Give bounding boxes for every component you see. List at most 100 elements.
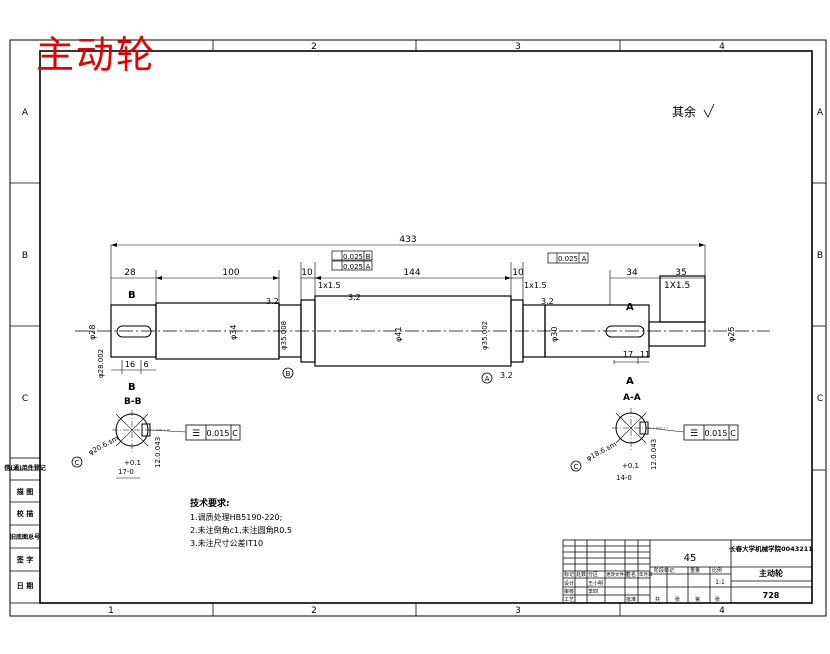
svg-text:C: C — [75, 459, 80, 467]
dim-28: 28 — [124, 268, 136, 278]
svg-text:1.调质处理HB5190-220;: 1.调质处理HB5190-220; — [190, 512, 282, 522]
keyway-left — [116, 325, 152, 338]
svg-text:0.025: 0.025 — [558, 255, 578, 263]
stamp-label-2: 描 图 — [17, 487, 33, 496]
shaft-outline — [110, 275, 706, 367]
title-block — [562, 539, 813, 604]
zone-label-top-2: 2 — [311, 42, 317, 52]
svg-text:2.未注倒角c1,未注圆角R0.5: 2.未注倒角c1,未注圆角R0.5 — [190, 525, 292, 535]
zone-label-bottom-3: 3 — [515, 606, 521, 616]
dim-key-17: 17 — [623, 350, 633, 359]
svg-text:☰: ☰ — [192, 429, 200, 439]
dim-100: 100 — [222, 268, 239, 278]
svg-text:标记: 标记 — [564, 571, 574, 578]
section-mark-a-bottom: A — [626, 376, 634, 387]
svg-text:张: 张 — [715, 596, 720, 603]
zone-label-left-b: B — [22, 251, 28, 261]
svg-text:0.015: 0.015 — [207, 429, 230, 438]
svg-text:A-A: A-A — [623, 393, 641, 403]
zone-label-right-c: C — [817, 394, 823, 404]
svg-text:第: 第 — [695, 596, 700, 603]
svg-text:张: 张 — [675, 596, 680, 603]
zone-label-left-c: C — [22, 394, 28, 404]
svg-text:12.0.043: 12.0.043 — [650, 439, 658, 470]
dim-key-11: 11 — [640, 350, 650, 359]
zone-label-left-a: A — [22, 108, 29, 118]
svg-text:C: C — [574, 463, 579, 471]
zone-label-top-4: 4 — [719, 42, 725, 52]
dim-10-left: 10 — [301, 268, 313, 278]
outer-border — [9, 39, 827, 617]
stamp-label-6: 日 期 — [17, 581, 33, 590]
section-mark-a-top: A — [626, 302, 634, 313]
svg-text:A: A — [485, 375, 490, 383]
svg-text:工艺: 工艺 — [564, 597, 574, 603]
title-block-part-name: 主动轮 — [759, 568, 783, 578]
title-block-drawing-no: 728 — [763, 591, 780, 600]
svg-text:处数: 处数 — [576, 571, 586, 578]
svg-text:技术要求:: 技术要求: — [190, 497, 230, 509]
svg-text:C: C — [730, 429, 736, 438]
svg-text:B: B — [366, 253, 371, 261]
svg-text:0.025: 0.025 — [343, 263, 363, 271]
dim-dia-25: φ25 — [727, 327, 736, 342]
svg-text:A: A — [582, 255, 587, 263]
zone-label-bottom-1: 1 — [108, 606, 114, 616]
stamp-label-5: 签 字 — [16, 555, 33, 564]
svg-text:+0.1: +0.1 — [622, 462, 639, 470]
rough-3-2-b: 3.2 — [348, 293, 361, 302]
svg-text:☰: ☰ — [690, 429, 698, 439]
svg-text:签名: 签名 — [626, 571, 636, 578]
title-block-material: 45 — [684, 553, 697, 564]
roughness-note: 其余 — [672, 104, 696, 119]
dim-chamfer-left: 1x1.5 — [318, 281, 341, 290]
svg-text:3.未注尺寸公差IT10: 3.未注尺寸公差IT10 — [190, 538, 263, 548]
section-mark-b-bottom: B — [128, 382, 136, 393]
zone-label-bottom-4: 4 — [719, 606, 725, 616]
datum-b-symbol: B — [282, 367, 294, 379]
svg-text:+0.1: +0.1 — [124, 459, 141, 467]
tolerance-frame-right: 0.025 A — [547, 252, 589, 264]
keyway-right — [605, 325, 645, 338]
tolerance-frame-upper: 0.025 B 0.025 A — [331, 250, 373, 271]
svg-text:12.0.043: 12.0.043 — [154, 437, 162, 468]
section-view-aa: A-A ☰ 0.015 C C φ18.6.sm +0.1 14-0 12.0.… — [570, 393, 739, 482]
svg-text:审核: 审核 — [564, 588, 574, 595]
dim-key-16: 16 — [125, 360, 135, 369]
title-block-weight: 重量 — [690, 567, 700, 574]
datum-a-symbol: A — [481, 372, 493, 384]
svg-text:B: B — [286, 370, 291, 378]
svg-text:批准: 批准 — [626, 596, 636, 603]
svg-text:年月日: 年月日 — [639, 571, 653, 578]
svg-text:李四: 李四 — [588, 588, 598, 595]
dim-overall: 433 — [399, 235, 416, 245]
inner-frame — [39, 50, 813, 604]
svg-text:φ20.6.sm: φ20.6.sm — [87, 434, 120, 457]
title-block-scale: 1:1 — [715, 579, 725, 586]
rough-3-2-d: 3.2 — [500, 371, 513, 380]
stamp-label-3: 校 描 — [17, 509, 33, 518]
dim-34: 34 — [626, 268, 638, 278]
title-block-stage: 阶段标记 — [654, 567, 674, 574]
zone-label-right-a: A — [817, 108, 824, 118]
rough-3-2-c: 3.2 — [541, 297, 554, 306]
technical-requirements: 技术要求: 1.调质处理HB5190-220; 2.未注倒角c1,未注圆角R0.… — [190, 497, 292, 548]
stamp-label-1: 借(通)用件登记 — [3, 464, 46, 472]
svg-text:设计: 设计 — [564, 580, 574, 587]
roughness-symbol — [703, 103, 715, 118]
svg-text:17-0: 17-0 — [118, 468, 134, 476]
title-block-ratio: 比例 — [712, 567, 722, 574]
svg-text:A: A — [366, 263, 371, 271]
svg-text:0.015: 0.015 — [705, 429, 728, 438]
dim-dia-30: φ30 — [550, 327, 559, 342]
svg-text:0.025: 0.025 — [343, 253, 363, 261]
title-block-school: 长春大学机械学院0043211 — [729, 544, 813, 553]
dimension-arrows — [111, 243, 705, 280]
svg-text:分区: 分区 — [588, 571, 598, 578]
stamp-label-4: 旧底图总号 — [10, 533, 40, 541]
svg-text:C: C — [232, 429, 238, 438]
svg-text:共: 共 — [655, 596, 660, 603]
svg-text:B-B: B-B — [124, 397, 142, 407]
dim-dia-41: φ41 — [394, 327, 403, 342]
dim-dia-28: φ28 — [88, 325, 97, 340]
